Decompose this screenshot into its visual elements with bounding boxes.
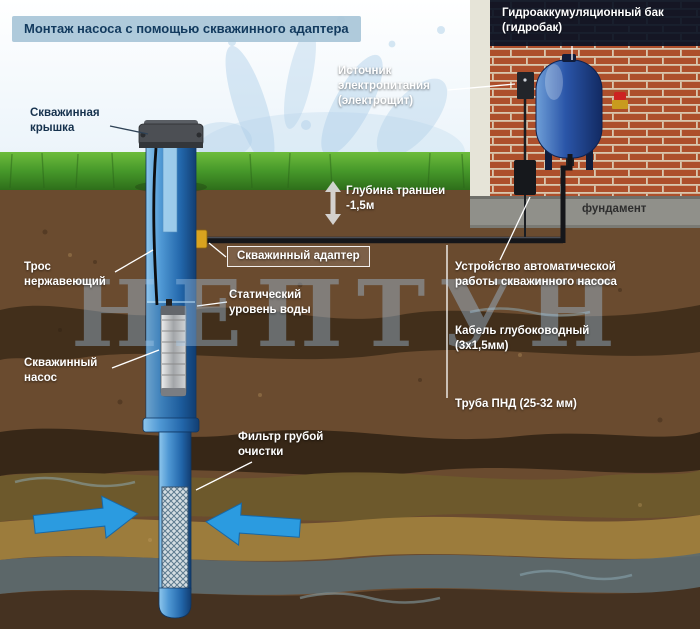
pump-body bbox=[160, 299, 187, 397]
label-auto-control: Устройство автоматической работы скважин… bbox=[455, 261, 617, 288]
hydro-tank bbox=[535, 54, 603, 170]
trench-depth-arrow bbox=[325, 181, 341, 225]
grass bbox=[0, 152, 486, 193]
safety-cable-line bbox=[152, 147, 159, 306]
label-hdpe-pipe: Труба ПНД (25-32 мм) bbox=[455, 398, 577, 410]
flow-arrow-right bbox=[205, 502, 302, 546]
label-well-pump: Скважинный насос bbox=[24, 357, 98, 384]
wall-pipe bbox=[560, 154, 573, 243]
wall-valve bbox=[612, 92, 628, 109]
label-coarse-filter: Фильтр грубой очистки bbox=[238, 431, 324, 458]
diagram-title: Монтаж насоса с помощью скважинного адап… bbox=[12, 16, 361, 42]
label-power-source: Источник электропитания (электрощит) bbox=[338, 65, 430, 107]
electric-panel bbox=[517, 72, 534, 99]
pointer-lines bbox=[109, 46, 573, 491]
flow-arrow-left bbox=[32, 495, 139, 539]
trench-pipe bbox=[196, 236, 563, 244]
label-hydro-tank: Гидроаккумуляционный бак (гидробак) bbox=[490, 0, 700, 46]
label-well-cap: Скважинная крышка bbox=[30, 107, 100, 134]
pump-control-unit bbox=[514, 160, 536, 195]
label-static-water-level: Статический уровень воды bbox=[229, 289, 311, 316]
label-deep-cable: Кабель глубоководный (3х1,5мм) bbox=[455, 325, 590, 352]
filter-mesh bbox=[161, 486, 189, 592]
label-foundation: фундамент bbox=[582, 203, 647, 215]
well-casing bbox=[142, 137, 200, 619]
foundation bbox=[470, 196, 700, 228]
label-trench-depth: Глубина траншеи -1,5м bbox=[346, 185, 446, 212]
well-cap-graphic bbox=[138, 120, 204, 148]
label-stainless-cable: Трос нержавеющий bbox=[24, 261, 106, 288]
label-well-adapter: Скважинный адаптер bbox=[227, 246, 370, 267]
